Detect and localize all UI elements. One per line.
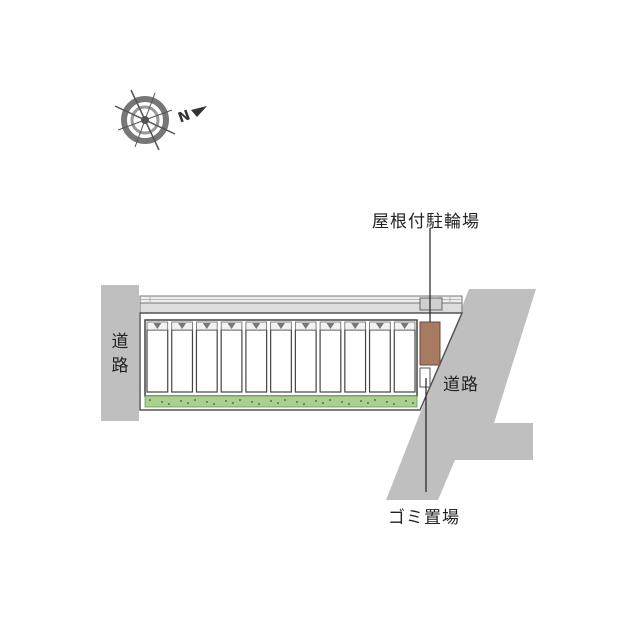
apartment-units xyxy=(146,321,416,393)
unit-entrance-marker xyxy=(227,323,236,329)
lawn-dot xyxy=(168,403,170,405)
unit-entrance-marker xyxy=(375,323,384,329)
apartment-unit xyxy=(171,329,194,393)
lawn-texture xyxy=(149,399,414,405)
compass-north-letter: N xyxy=(176,107,192,126)
apartment-unit xyxy=(294,329,317,393)
lawn-strip xyxy=(144,395,418,408)
lawn-dot xyxy=(393,403,395,405)
lawn-dot xyxy=(213,403,215,405)
unit-entrance-marker xyxy=(202,323,211,329)
lawn-dot xyxy=(225,400,227,402)
lawn-dot xyxy=(374,399,376,401)
lawn-dot xyxy=(161,401,163,403)
apartment-unit xyxy=(245,329,268,393)
lawn-dot xyxy=(239,399,241,401)
lawn-dot xyxy=(149,399,151,401)
lawn-dot xyxy=(303,403,305,405)
lawn-dot xyxy=(341,401,343,403)
apartment-unit xyxy=(344,329,367,393)
apartment-unit xyxy=(368,329,391,393)
lawn-dot xyxy=(329,399,331,401)
lawn-dot xyxy=(296,401,298,403)
apartment-unit xyxy=(220,329,243,393)
lawn-dot xyxy=(180,400,182,402)
unit-entrance-marker xyxy=(400,323,409,329)
lawn-dot xyxy=(206,401,208,403)
apartment-unit xyxy=(319,329,342,393)
lawn-dot xyxy=(258,403,260,405)
lawn-dot xyxy=(412,402,414,404)
apartment-unit xyxy=(393,329,416,393)
apartment-unit xyxy=(146,329,169,393)
lawn-dot xyxy=(367,402,369,404)
unit-entrance-marker xyxy=(301,323,310,329)
unit-entrance-marker xyxy=(326,323,335,329)
bicycle-parking-roof-marker xyxy=(419,297,443,311)
lawn-dot xyxy=(251,401,253,403)
road-right xyxy=(386,289,536,500)
lawn-dot xyxy=(405,400,407,402)
lawn-dot xyxy=(360,400,362,402)
lawn-dot xyxy=(232,402,234,404)
apartment-unit xyxy=(270,329,292,393)
lawn-dot xyxy=(284,399,286,401)
road-left xyxy=(101,285,139,421)
unit-entrance-marker xyxy=(277,323,285,329)
lawn-dot xyxy=(315,400,317,402)
covered-bicycle-parking xyxy=(419,321,441,366)
lawn-dot xyxy=(348,403,350,405)
road-right-label: 道路 xyxy=(443,375,479,395)
compass-rose-icon xyxy=(114,89,207,151)
road-left-label: 道路 xyxy=(111,332,129,376)
apartment-unit xyxy=(195,329,218,393)
lawn-dot xyxy=(187,402,189,404)
unit-entrance-marker xyxy=(351,323,360,329)
lawn-dot xyxy=(194,399,196,401)
lawn-dot xyxy=(386,401,388,403)
covered-bicycle-parking-label: 屋根付駐輪場 xyxy=(372,212,480,232)
garbage-area xyxy=(419,367,431,388)
lawn-dot xyxy=(277,402,279,404)
unit-entrance-marker xyxy=(153,323,162,329)
lawn-dot xyxy=(270,400,272,402)
walkway-top xyxy=(139,302,463,314)
garbage-area-label: ゴミ置場 xyxy=(388,508,460,528)
unit-entrance-marker xyxy=(178,323,187,329)
lawn-dot xyxy=(322,402,324,404)
unit-entrance-marker xyxy=(252,323,261,329)
